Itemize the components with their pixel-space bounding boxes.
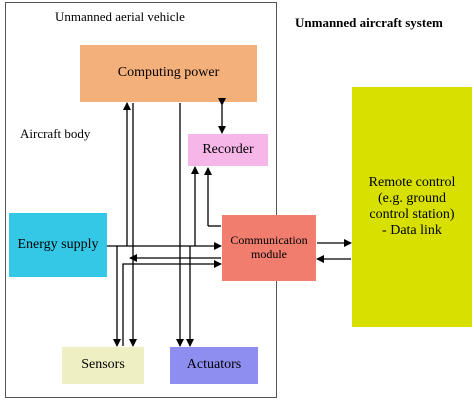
sensors-label: Sensors: [81, 357, 125, 373]
energy-supply-label: Energy supply: [17, 236, 99, 252]
recorder-box: Recorder: [188, 134, 268, 166]
remote-control-line-4: - Data link: [382, 223, 442, 239]
sensors-box: Sensors: [62, 347, 144, 384]
uav-boundary: [5, 2, 277, 398]
remote-control-box: Remote control (e.g. ground control stat…: [352, 87, 472, 327]
actuators-label: Actuators: [186, 357, 242, 373]
communication-module-line-2: module: [250, 247, 287, 261]
remote-control-line-3: control station): [369, 207, 455, 222]
uav-title: Unmanned aerial vehicle: [55, 9, 185, 24]
uas-title: Unmanned aircraft system: [295, 15, 443, 30]
communication-module-line-1: Communication: [230, 233, 308, 248]
aircraft-body-label: Aircraft body: [20, 126, 91, 141]
remote-control-line-2: (e.g. ground: [377, 190, 447, 206]
sensors-to-comm-arrow: [122, 260, 222, 346]
computing-power-box: Computing power: [80, 45, 257, 102]
energy-supply-box: Energy supply: [9, 213, 107, 277]
remote-control-line-1: Remote control: [368, 174, 456, 190]
computing-power-label: Computing power: [117, 65, 220, 81]
recorder-label: Recorder: [202, 141, 254, 157]
communication-module-box: Communication module: [222, 215, 316, 281]
actuators-box: Actuators: [170, 347, 258, 384]
